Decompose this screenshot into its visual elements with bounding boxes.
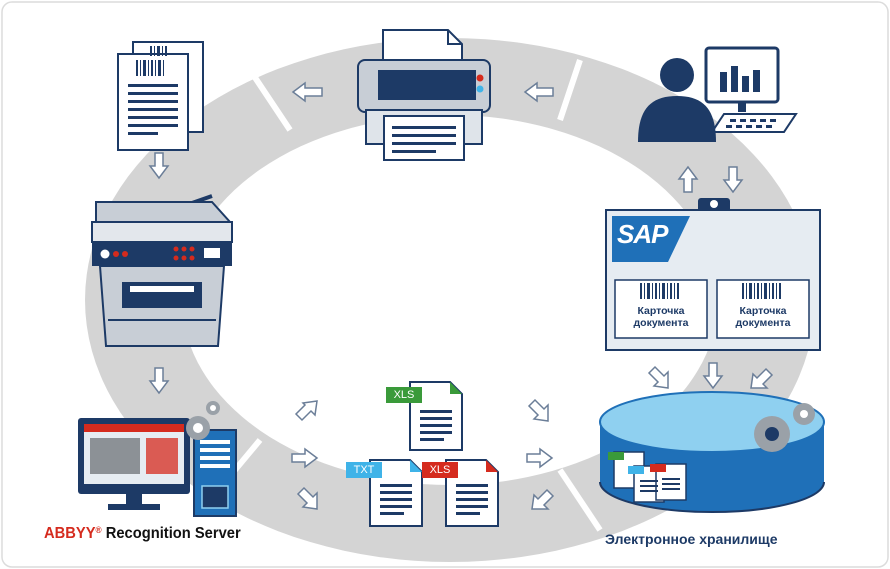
arrow-diagonal-icon [647,365,669,389]
flow-arrows [148,81,774,510]
arrow-left-icon [291,81,323,103]
arrow-right-icon [291,447,319,469]
arrow-down-icon [148,367,170,395]
registered-mark: ® [95,525,102,535]
arrow-diagonal-icon [296,486,318,510]
recognition-server-text: Recognition Server [101,525,241,542]
barcode-icon [640,283,679,299]
sap-board-icon [605,198,821,351]
arrow-right-icon [526,447,554,469]
txt-tag: TXT [353,464,375,476]
barcode-icon [742,283,781,299]
arrow-diagonal-icon [750,367,774,389]
multifunction-scanner-icon [91,194,233,347]
printer-icon [357,29,491,161]
arrow-diagonal-icon [531,488,555,510]
barcoded-documents-icon [117,41,204,151]
abbyy-brand: ABBYY [44,525,96,542]
arrow-diagonal-icon [294,400,318,422]
sap-logo: SAP [617,219,668,249]
arrow-diagonal-icon [527,398,549,422]
arrow-left-icon [523,81,554,103]
server-workstation-icon [78,401,237,517]
card-line-2: документа [735,317,791,329]
arrow-down-icon [148,152,170,180]
xls-tag: XLS [393,389,415,401]
arrow-up-icon [677,165,699,193]
xls-tag: XLS [429,464,451,476]
card-line-2: документа [633,317,689,329]
arrow-down-icon [702,362,724,390]
storage-label: Электронное хранилище [605,531,778,547]
card-line-1: Карточка [637,305,685,317]
database-disk-icon [599,391,825,513]
user-at-computer-icon [638,46,798,142]
arrow-down-icon [722,166,744,194]
document-card-label: Карточка документа [617,305,705,329]
file-formats-icon [346,381,499,527]
document-card-label: Карточка документа [719,305,807,329]
card-line-1: Карточка [739,305,787,317]
recognition-server-label: ABBYY® Recognition Server [44,525,241,543]
